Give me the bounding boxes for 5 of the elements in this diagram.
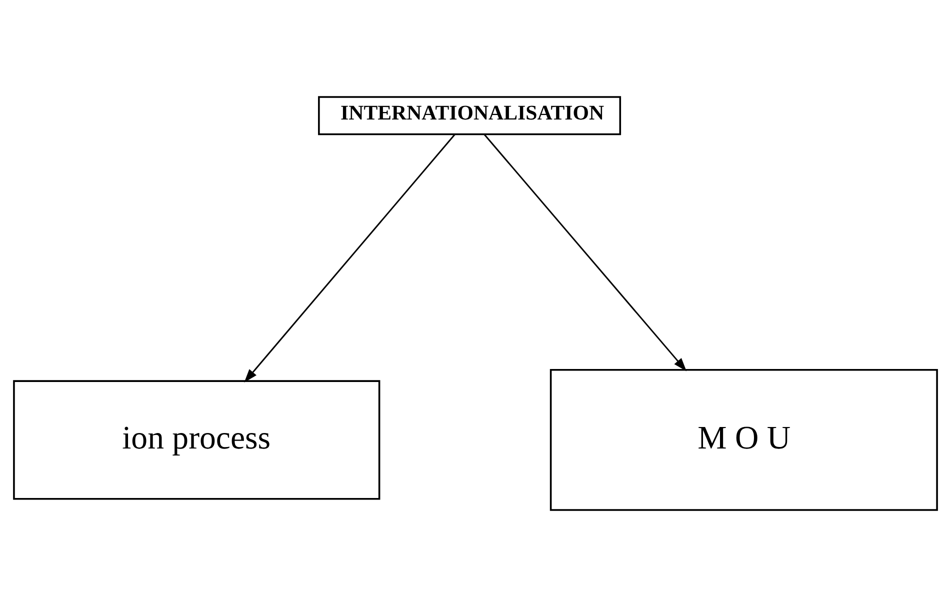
node-box: M O U [550, 368, 938, 510]
node-box: INTERNATIONALISATION [318, 96, 622, 135]
arrow [244, 133, 456, 382]
arrow [484, 133, 687, 371]
node-box: ion process [13, 380, 380, 500]
